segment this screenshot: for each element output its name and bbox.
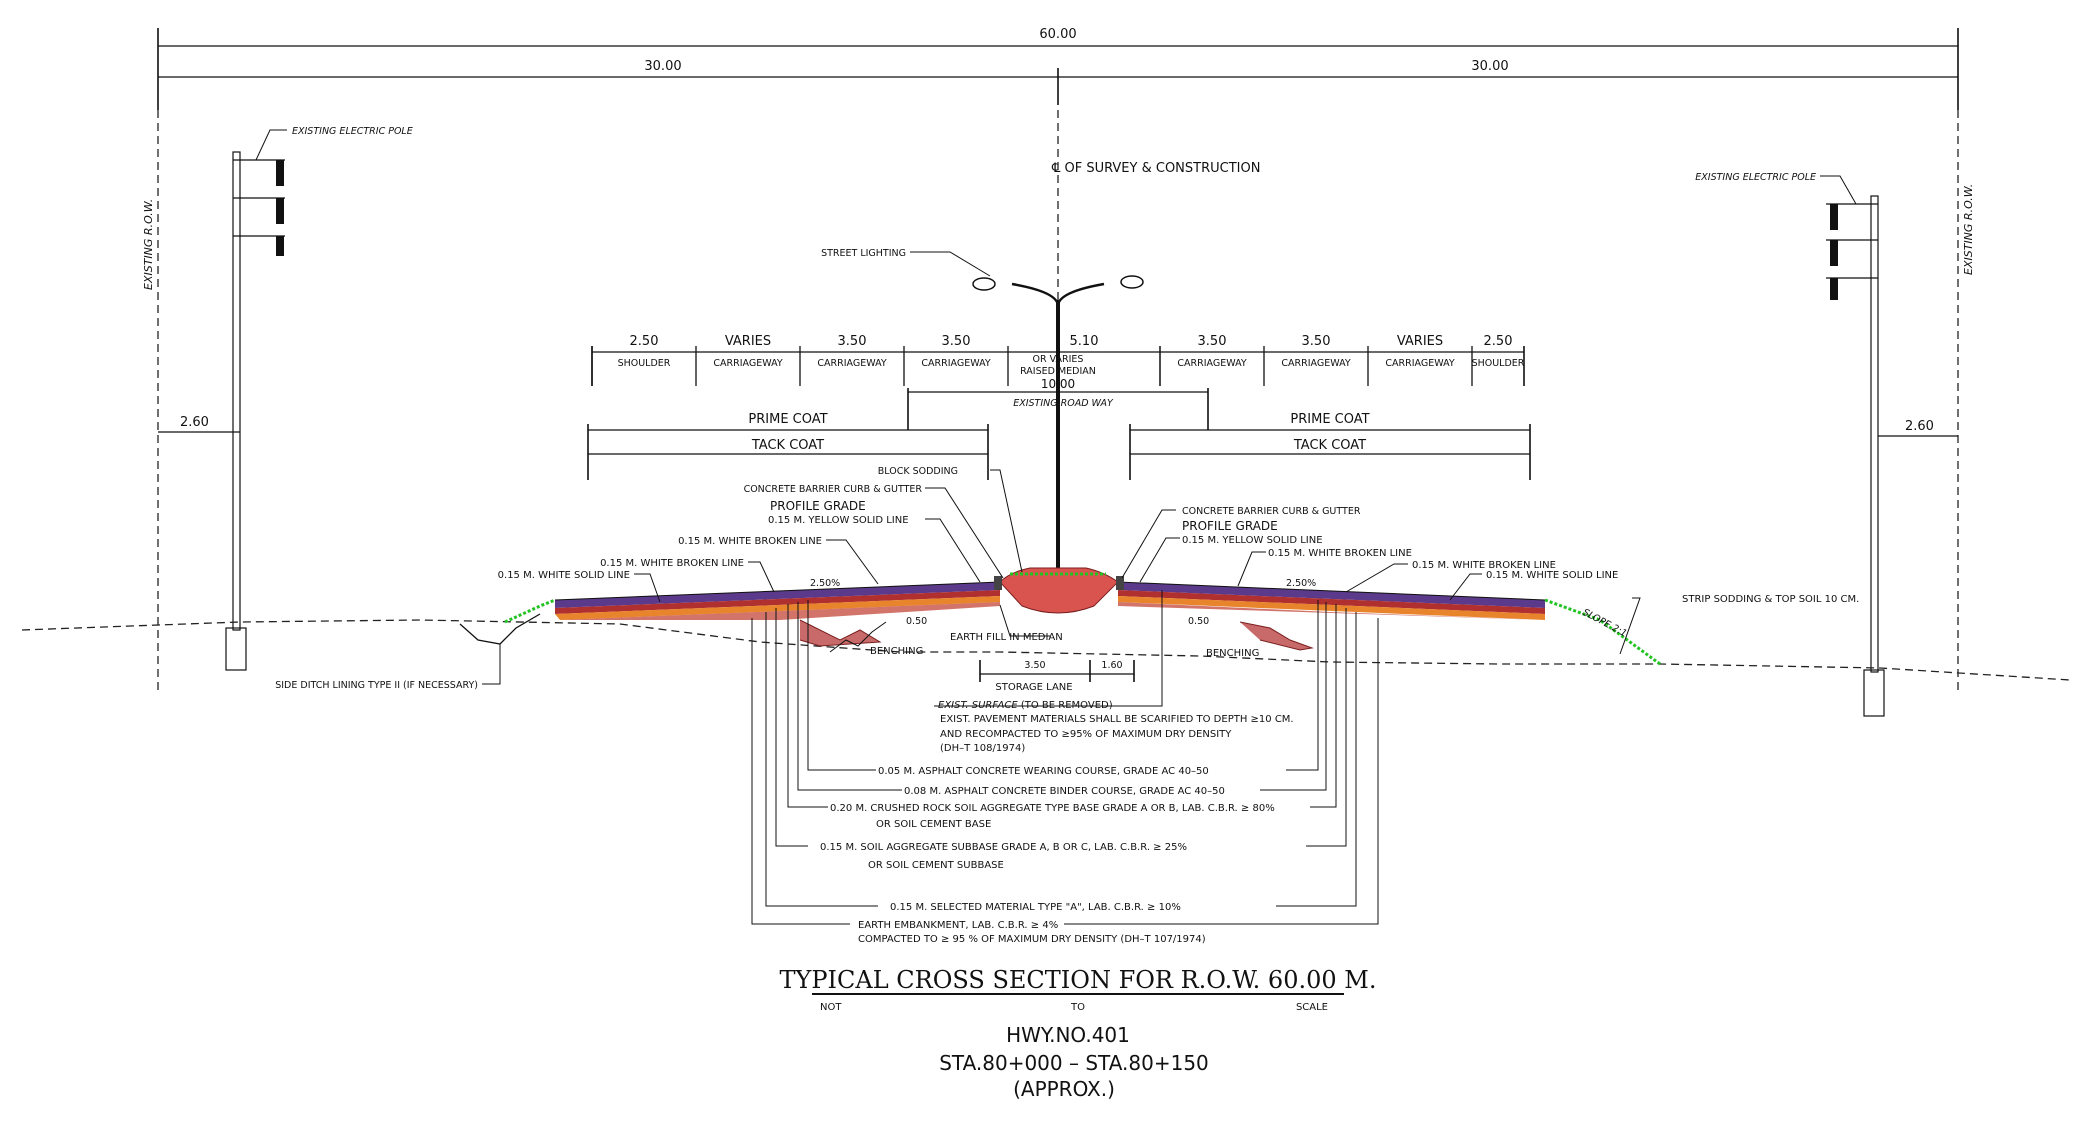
roadway-section bbox=[504, 567, 1661, 666]
lane-name: CARRIAGEWAY bbox=[817, 358, 886, 369]
exist-surface-label: EXIST. SURFACE bbox=[938, 700, 1018, 711]
lane-width: 3.50 bbox=[1302, 334, 1331, 349]
scale-scale: SCALE bbox=[1296, 1002, 1328, 1013]
existing-ground-line bbox=[21, 619, 2071, 681]
curb-left-label: CONCRETE BARRIER CURB & GUTTER bbox=[744, 484, 923, 495]
layer-wearing: 0.05 M. ASPHALT CONCRETE WEARING COURSE,… bbox=[878, 766, 1209, 777]
drawing-title: TYPICAL CROSS SECTION FOR R.O.W. 60.00 M… bbox=[780, 966, 1377, 994]
pavement-note-1: EXIST. PAVEMENT MATERIALS SHALL BE SCARI… bbox=[940, 714, 1294, 725]
white-broken-right-1: 0.15 M. WHITE BROKEN LINE bbox=[1268, 548, 1412, 559]
prime-coat-right: PRIME COAT bbox=[1290, 412, 1369, 427]
pole-label-left: EXISTING ELECTRIC POLE bbox=[292, 126, 413, 137]
prime-coat-left: PRIME COAT bbox=[748, 412, 827, 427]
pole-offset-right: 2.60 bbox=[1905, 419, 1934, 434]
existing-road-width: 10.00 bbox=[1041, 377, 1075, 391]
curb-right-label: CONCRETE BARRIER CURB & GUTTER bbox=[1182, 506, 1361, 517]
slope-label: SLOPE 2:1 bbox=[1581, 607, 1629, 640]
electric-pole-right: EXISTING ELECTRIC POLE bbox=[1695, 172, 1885, 717]
earth-fill-label: EARTH FILL IN MEDIAN bbox=[950, 632, 1063, 643]
pavement-note-2: AND RECOMPACTED TO ≥95% OF MAXIMUM DRY D… bbox=[940, 729, 1232, 740]
bench-dim-right: 0.50 bbox=[1188, 616, 1209, 627]
layer-embankment: EARTH EMBANKMENT, LAB. C.B.R. ≥ 4% bbox=[858, 920, 1058, 931]
lane-name: SHOULDER bbox=[1472, 358, 1525, 369]
benching-right: BENCHING bbox=[1206, 648, 1259, 659]
median-or-varies: OR VARIES bbox=[1033, 354, 1084, 365]
white-broken-right-2: 0.15 M. WHITE BROKEN LINE bbox=[1412, 560, 1556, 571]
lane-width: 2.50 bbox=[630, 334, 659, 349]
median-raised: RAISED MEDIAN bbox=[1020, 366, 1096, 377]
layer-leaders bbox=[751, 600, 1379, 925]
block-sodding-label: BLOCK SODDING bbox=[878, 466, 958, 477]
crossfall-left: 2.50% bbox=[810, 578, 840, 589]
coat-left: PRIME COAT TACK COAT bbox=[587, 412, 989, 480]
title-block: TYPICAL CROSS SECTION FOR R.O.W. 60.00 M… bbox=[780, 966, 1377, 1101]
strip-sodding-label: STRIP SODDING & TOP SOIL 10 CM. bbox=[1682, 594, 1859, 605]
storage-dim-2: 1.60 bbox=[1101, 660, 1122, 671]
layer-base-alt: OR SOIL CEMENT BASE bbox=[876, 819, 991, 830]
centerline-label: ℄ OF SURVEY & CONSTRUCTION bbox=[1051, 161, 1260, 176]
benching-left: BENCHING bbox=[870, 646, 923, 657]
storage-dim-1: 3.50 bbox=[1024, 660, 1045, 671]
approx-label: (APPROX.) bbox=[1013, 1077, 1115, 1101]
lane-width: VARIES bbox=[1397, 334, 1443, 349]
lane-name: CARRIAGEWAY bbox=[1281, 358, 1350, 369]
row-label-right: EXISTING R.O.W. bbox=[1962, 184, 1975, 275]
total-width-label: 60.00 bbox=[1039, 27, 1076, 42]
lane-name: CARRIAGEWAY bbox=[713, 358, 782, 369]
white-broken-left-1: 0.15 M. WHITE BROKEN LINE bbox=[678, 536, 822, 547]
electric-pole-left: EXISTING ELECTRIC POLE bbox=[225, 126, 413, 671]
lane-name: CARRIAGEWAY bbox=[921, 358, 990, 369]
layer-base: 0.20 M. CRUSHED ROCK SOIL AGGREGATE TYPE… bbox=[830, 803, 1275, 814]
left-half-label: 30.00 bbox=[644, 59, 681, 74]
lane-name: CARRIAGEWAY bbox=[1177, 358, 1246, 369]
storage-lane-label: STORAGE LANE bbox=[995, 682, 1072, 693]
lane-name: SHOULDER bbox=[618, 358, 671, 369]
profile-grade-right: PROFILE GRADE bbox=[1182, 519, 1278, 533]
scale-not: NOT bbox=[820, 1002, 842, 1013]
layer-subbase: 0.15 M. SOIL AGGREGATE SUBBASE GRADE A, … bbox=[820, 842, 1187, 853]
crossfall-right: 2.50% bbox=[1286, 578, 1316, 589]
tack-coat-left: TACK COAT bbox=[751, 438, 824, 453]
pole-offset-left: 2.60 bbox=[180, 415, 209, 430]
yellow-solid-right: 0.15 M. YELLOW SOLID LINE bbox=[1182, 535, 1323, 546]
lane-name: CARRIAGEWAY bbox=[1385, 358, 1454, 369]
right-half-label: 30.00 bbox=[1471, 59, 1508, 74]
yellow-solid-left: 0.15 M. YELLOW SOLID LINE bbox=[768, 515, 909, 526]
coat-right: PRIME COAT TACK COAT bbox=[1129, 412, 1531, 480]
exist-surface-remove: (TO BE REMOVED) bbox=[1021, 700, 1113, 711]
pavement-note-3: (DH–T 108/1974) bbox=[940, 743, 1025, 754]
row-label-left: EXISTING R.O.W. bbox=[142, 199, 155, 290]
lane-width: VARIES bbox=[725, 334, 771, 349]
bench-dim-left: 0.50 bbox=[906, 616, 927, 627]
overall-dimension: 60.00 30.00 30.00 bbox=[157, 27, 1959, 110]
station-range: STA.80+000 – STA.80+150 bbox=[939, 1051, 1209, 1075]
side-ditch-label: SIDE DITCH LINING TYPE II (IF NECESSARY) bbox=[275, 680, 478, 691]
lane-width: 3.50 bbox=[942, 334, 971, 349]
pole-label-right: EXISTING ELECTRIC POLE bbox=[1695, 172, 1816, 183]
lane-width: 2.50 bbox=[1484, 334, 1513, 349]
exist-surface-note: EXIST. SURFACE (TO BE REMOVED) bbox=[938, 700, 1113, 711]
lane-width: 3.50 bbox=[838, 334, 867, 349]
white-solid-left: 0.15 M. WHITE SOLID LINE bbox=[498, 570, 630, 581]
white-solid-right: 0.15 M. WHITE SOLID LINE bbox=[1486, 570, 1618, 581]
white-broken-left-2: 0.15 M. WHITE BROKEN LINE bbox=[600, 558, 744, 569]
existing-road-label: EXISTING ROAD WAY bbox=[1013, 398, 1114, 409]
layer-binder: 0.08 M. ASPHALT CONCRETE BINDER COURSE, … bbox=[904, 786, 1225, 797]
layer-compaction: COMPACTED TO ≥ 95 % OF MAXIMUM DRY DENSI… bbox=[858, 934, 1206, 945]
street-lighting-label: STREET LIGHTING bbox=[821, 248, 906, 259]
lane-width: 3.50 bbox=[1198, 334, 1227, 349]
layer-selected: 0.15 M. SELECTED MATERIAL TYPE "A", LAB.… bbox=[890, 902, 1181, 913]
scale-to: TO bbox=[1070, 1002, 1085, 1013]
tack-coat-right: TACK COAT bbox=[1293, 438, 1366, 453]
profile-grade-left: PROFILE GRADE bbox=[770, 499, 866, 513]
street-light: STREET LIGHTING bbox=[821, 248, 1144, 570]
highway-number: HWY.NO.401 bbox=[1006, 1023, 1130, 1047]
layer-subbase-alt: OR SOIL CEMENT SUBBASE bbox=[868, 860, 1004, 871]
storage-lane-dim: 3.50 1.60 STORAGE LANE bbox=[979, 660, 1135, 693]
side-ditch bbox=[459, 613, 541, 645]
lane-width: 5.10 bbox=[1070, 334, 1099, 349]
